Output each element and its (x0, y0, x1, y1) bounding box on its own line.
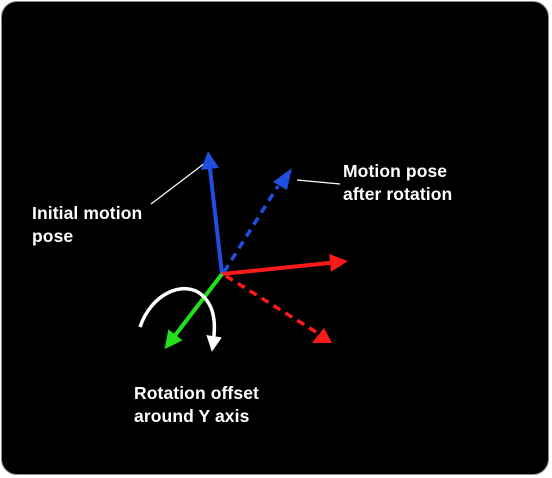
rotated-x-axis-arrowhead (312, 328, 332, 343)
initial-x-axis-arrow (221, 253, 348, 276)
rotation-offset-label: Rotation offset around Y axis (134, 382, 259, 428)
pose-after-rotation-label-line-1: Motion pose (343, 161, 448, 181)
initial-pose-label-line-1: Initial motion (32, 203, 143, 223)
initial-pose-label-line-2: pose (32, 226, 74, 246)
rotated-z-axis-dashed-line (222, 185, 280, 273)
rotated-z-axis-arrowhead (273, 168, 292, 190)
initial-z-axis-arrow (201, 151, 224, 275)
initial-pose-leader-line (150, 162, 206, 205)
pose-after-rotation-label-line-2: after rotation (343, 184, 453, 204)
rotated-x-axis-dashed-line (225, 274, 317, 334)
y-axis-arrow (164, 272, 224, 350)
rotation-arrow-icon (138, 286, 222, 352)
rotation-offset-label-line-1: Rotation offset (134, 383, 259, 403)
pose-after-rotation-label: Motion pose after rotation (343, 160, 452, 206)
initial-pose-label: Initial motion pose (32, 202, 142, 248)
rotation-offset-label-line-2: around Y axis (134, 406, 250, 426)
after-rotation-leader-line (296, 179, 341, 185)
